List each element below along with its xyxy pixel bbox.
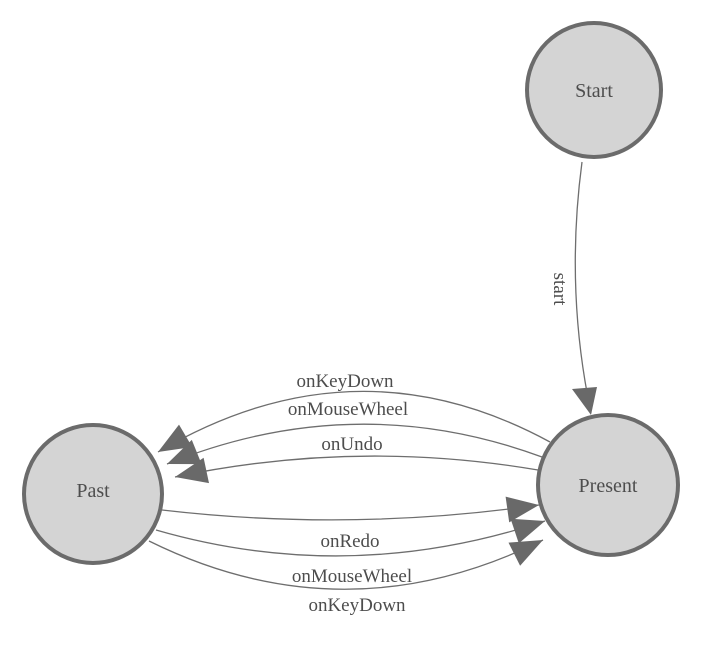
edge-start-arrowhead-icon: [572, 387, 597, 415]
edge-label-onundo: onUndo: [321, 434, 382, 455]
edge-past-to-present-onredo: onRedo: [161, 496, 540, 552]
node-past-label: Past: [76, 480, 110, 502]
edge-present-to-past-onkeydown: onKeyDown: [157, 371, 551, 453]
node-start-label: Start: [575, 80, 613, 102]
edge-label-onmousewheel-bottom: onMouseWheel: [292, 566, 412, 587]
edge-onredo-arrowhead-icon: [505, 496, 539, 523]
node-start-circle: [525, 21, 663, 159]
edge-onkeydown-bottom-path: [148, 539, 544, 590]
edge-onkeydown-top-path: [157, 390, 551, 453]
edge-onundo-arrowhead-icon: [175, 457, 209, 484]
edge-onmousewheel-top-path: [166, 423, 543, 465]
edge-past-to-present-onmousewheel: onMouseWheel: [155, 518, 546, 587]
edge-onkeydown-bottom-arrowhead-icon: [508, 540, 543, 566]
edge-onmousewheel-bottom-path: [155, 520, 546, 557]
node-present: Present: [536, 413, 680, 557]
edge-label-onkeydown-top: onKeyDown: [296, 371, 394, 392]
edge-start-path: [574, 161, 592, 414]
edge-label-onkeydown-bottom: onKeyDown: [308, 595, 406, 616]
edge-present-to-past-onmousewheel: onMouseWheel: [166, 399, 543, 465]
node-start: Start: [525, 21, 663, 159]
edge-label-onredo: onRedo: [320, 531, 379, 552]
node-present-circle: [536, 413, 680, 557]
edge-label-start: start: [549, 273, 570, 306]
edge-onmousewheel-top-arrowhead-icon: [167, 439, 202, 465]
edge-label-onmousewheel-top: onMouseWheel: [288, 399, 408, 420]
edge-present-to-past-onundo: onUndo: [174, 434, 539, 484]
edge-onundo-path: [174, 455, 539, 478]
edge-onkeydown-top-arrowhead-icon: [158, 424, 193, 452]
edge-onmousewheel-bottom-arrowhead-icon: [510, 518, 545, 544]
edge-onredo-path: [161, 504, 540, 521]
node-present-label: Present: [579, 475, 638, 497]
edge-start: start: [549, 161, 597, 415]
node-past-circle: [22, 423, 164, 565]
node-past: Past: [22, 423, 164, 565]
edge-past-to-present-onkeydown: onKeyDown: [148, 539, 544, 616]
